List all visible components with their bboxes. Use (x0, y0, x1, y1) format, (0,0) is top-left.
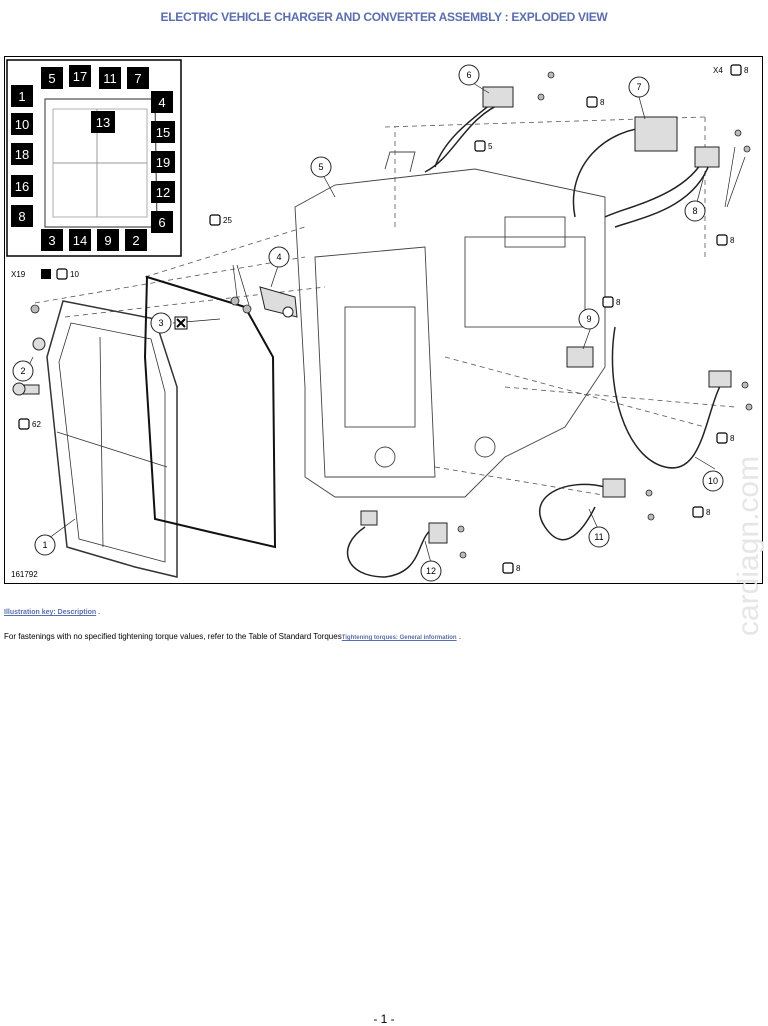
inset-label: 17 (73, 69, 87, 84)
gasket (143, 275, 277, 549)
inset-label: 3 (48, 233, 55, 248)
exploded-view-illustration: 5 17 11 7 1 4 10 13 15 18 19 16 12 8 6 3… (4, 56, 763, 584)
inset-label: 18 (15, 147, 29, 162)
inset-label: 16 (15, 179, 29, 194)
illustration-key-link[interactable]: Illustration key: Description (4, 609, 97, 616)
torque-value: 8 (730, 434, 735, 443)
inset-label: 2 (132, 233, 139, 248)
inset-label: 10 (15, 117, 29, 132)
torque-value: 5 (488, 142, 493, 151)
callout-number: 4 (276, 252, 281, 262)
inset-label: 11 (103, 71, 117, 86)
quantity-label: X19 (11, 270, 26, 279)
callout-number: 11 (594, 532, 603, 542)
note-text: For fastenings with no specified tighten… (4, 632, 342, 641)
key-suffix: . (96, 609, 101, 616)
torque-value: 8 (616, 298, 621, 307)
watermark: cardiagn.com (732, 456, 765, 636)
torque-value: 8 (516, 564, 521, 573)
torque-value: 10 (70, 270, 79, 279)
wiring-harnesses (346, 96, 726, 578)
inset-label: 19 (156, 155, 170, 170)
callout-number: 1 (42, 540, 47, 550)
figure-id: 161792 (11, 570, 38, 579)
tightening-sequence-inset: 5 17 11 7 1 4 10 13 15 18 19 16 12 8 6 3… (6, 59, 182, 257)
page-title: ELECTRIC VEHICLE CHARGER AND CONVERTER A… (160, 10, 608, 24)
callout-number: 8 (692, 206, 697, 216)
inset-label: 5 (48, 71, 55, 86)
inset-label: 14 (73, 233, 87, 248)
connectors (12, 86, 732, 544)
inset-label: 1 (18, 89, 25, 104)
inset-label: 4 (158, 95, 165, 110)
note-suffix: . (456, 632, 462, 641)
callout-number: 5 (318, 162, 323, 172)
inset-label: 7 (134, 71, 141, 86)
callouts (12, 64, 724, 582)
inset-label: 8 (18, 209, 25, 224)
quantity-label: X4 (713, 66, 723, 75)
callout-number: 9 (586, 314, 591, 324)
inset-label: 13 (96, 115, 110, 130)
torque-wrench-icons (18, 64, 742, 574)
do-not-reuse-icon (174, 316, 188, 330)
callout-number: 3 (158, 318, 163, 328)
callout-number: 6 (466, 70, 471, 80)
torque-value: 62 (32, 420, 41, 429)
lock-symbol-icon (41, 269, 51, 279)
inset-label: 9 (104, 233, 111, 248)
valve-body-assembly (294, 151, 606, 498)
callout-number: 10 (708, 476, 718, 486)
oil-pan (46, 300, 178, 578)
watermark-text: cardiagn.com (732, 456, 765, 636)
exploded-view-drawing: 5 17 11 7 1 4 10 13 15 18 19 16 12 8 6 3… (6, 59, 753, 582)
callout-number: 7 (636, 82, 641, 92)
torque-value: 8 (706, 508, 711, 517)
inset-label: 15 (156, 125, 170, 140)
torque-value: 25 (223, 216, 232, 225)
callout-number: 12 (426, 566, 436, 576)
callout-number: 2 (20, 366, 25, 376)
torque-note: For fastenings with no specified tighten… (4, 632, 461, 641)
torque-value: 8 (744, 66, 749, 75)
torque-value: 8 (600, 98, 605, 107)
inset-label: 6 (158, 215, 165, 230)
torque-value: 8 (730, 236, 735, 245)
alignment-lines (34, 116, 736, 498)
inset-label: 12 (156, 185, 170, 200)
page-number: - 1 - (373, 1012, 395, 1026)
illustration-key-line: Illustration key: Description . (4, 609, 100, 616)
tightening-torques-link[interactable]: Tightening torques: General information (341, 635, 457, 641)
bolts (30, 71, 753, 559)
